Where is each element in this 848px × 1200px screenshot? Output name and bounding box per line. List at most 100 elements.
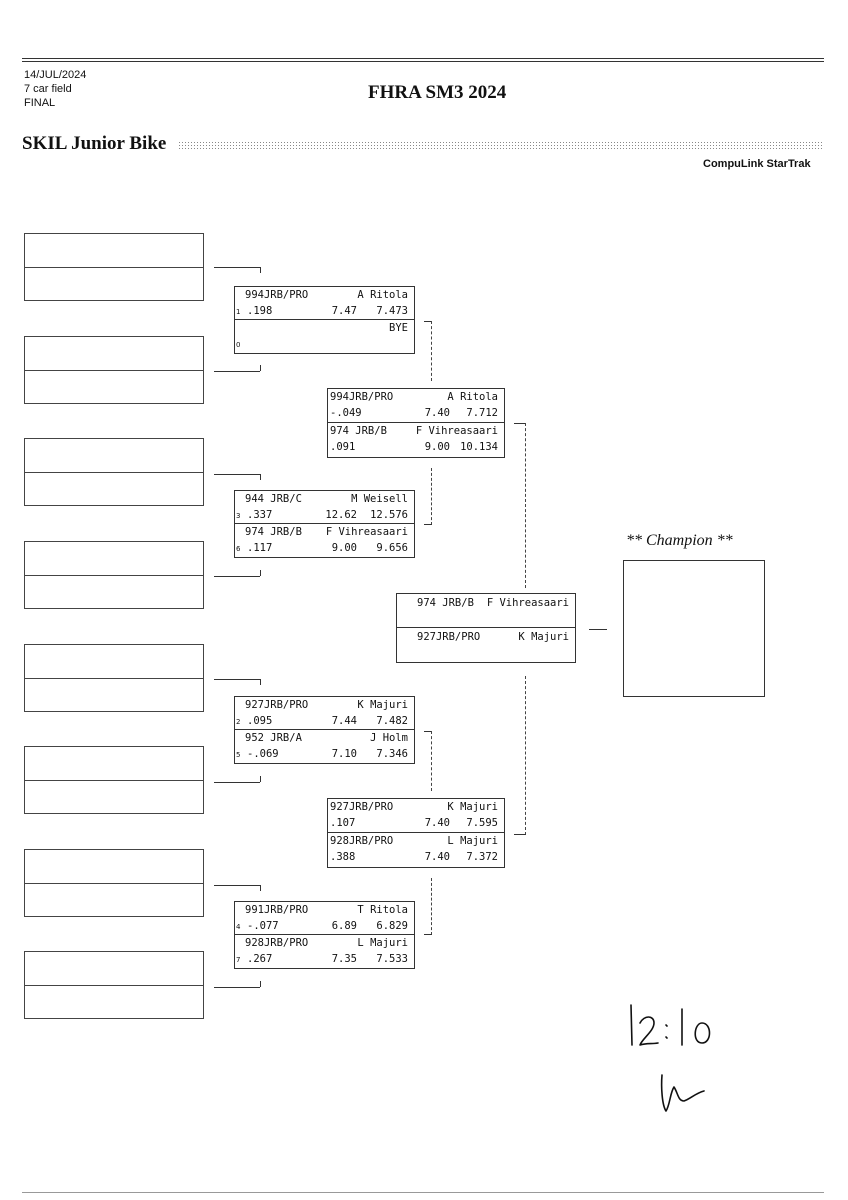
reaction-time: .107 <box>330 817 356 829</box>
connector <box>525 423 526 588</box>
reaction-time: .267 <box>247 953 273 965</box>
lane-number: 1 <box>236 308 241 316</box>
connector <box>214 371 260 372</box>
lane-number: 5 <box>236 751 241 759</box>
driver-name: F Vihreasaari <box>415 425 498 437</box>
elapsed-time: 7.533 <box>376 953 408 965</box>
dial-in: 9.00 <box>331 542 357 554</box>
round-label: FINAL <box>24 97 56 109</box>
dial-in: 7.40 <box>424 851 450 863</box>
dial-in: 7.10 <box>331 748 357 760</box>
connector <box>260 267 261 273</box>
connector <box>260 776 261 782</box>
dial-in: 7.40 <box>424 817 450 829</box>
ladder-slot <box>24 233 204 301</box>
dial-in: 12.62 <box>325 509 357 521</box>
driver-name: A Ritola <box>447 391 498 403</box>
connector <box>260 365 261 371</box>
champion-title: ** Champion ** <box>626 532 733 549</box>
reaction-time: -.049 <box>330 407 362 419</box>
connector <box>214 474 260 475</box>
driver-name: M Weisell <box>351 493 408 505</box>
car-class: 994JRB/PRO <box>330 391 394 403</box>
connector <box>260 885 261 891</box>
elapsed-time: 7.346 <box>376 748 408 760</box>
driver-name: F Vihreasaari <box>325 526 408 538</box>
dial-in: 7.47 <box>331 305 357 317</box>
match-entry: 994JRB/PRO A Ritola .198 7.47 7.473 1 <box>235 287 414 320</box>
dial-in: 7.40 <box>424 407 450 419</box>
connector <box>260 570 261 576</box>
connector <box>431 878 432 935</box>
elapsed-time: 10.134 <box>460 441 498 453</box>
connector <box>431 731 432 791</box>
connector <box>260 679 261 685</box>
round1-match-1: 994JRB/PRO A Ritola .198 7.47 7.473 1 BYE 0 <box>234 286 415 354</box>
dial-in: 7.44 <box>331 715 357 727</box>
driver-name: T Ritola <box>357 904 408 916</box>
connector <box>260 474 261 480</box>
connector <box>260 981 261 987</box>
driver-name: J Holm <box>370 732 408 744</box>
elapsed-time: 6.829 <box>376 920 408 932</box>
elapsed-time: 12.576 <box>370 509 408 521</box>
top-rule <box>22 58 824 59</box>
ladder-slot <box>24 644 204 712</box>
car-class: 974 JRB/B <box>417 597 474 609</box>
ladder-slot <box>24 746 204 814</box>
connector <box>424 524 432 525</box>
match-entry: BYE 0 <box>235 320 414 353</box>
connector <box>214 987 260 988</box>
lane-number: 4 <box>236 923 241 931</box>
connector <box>424 731 432 732</box>
handwritten-time <box>630 1004 711 1112</box>
connector <box>214 885 260 886</box>
connector <box>214 679 260 680</box>
car-class: 974 JRB/B <box>245 526 302 538</box>
ladder-slot <box>24 541 204 609</box>
reaction-time: .337 <box>247 509 273 521</box>
elapsed-time: 7.473 <box>376 305 408 317</box>
lane-number: 0 <box>236 341 241 349</box>
connector <box>424 321 432 322</box>
connector <box>214 782 260 783</box>
connector <box>514 834 526 835</box>
elapsed-time: 7.712 <box>466 407 498 419</box>
connector <box>214 576 260 577</box>
elapsed-time: 9.656 <box>376 542 408 554</box>
reaction-time: .198 <box>247 305 273 317</box>
driver-name: L Majuri <box>447 835 498 847</box>
driver-name: K Majuri <box>357 699 408 711</box>
lane-number: 6 <box>236 545 241 553</box>
dial-in: 7.35 <box>331 953 357 965</box>
driver-name: BYE <box>389 322 408 334</box>
driver-name: F Vihreasaari <box>486 597 569 609</box>
dotted-leader <box>178 141 824 150</box>
car-class: 944 JRB/C <box>245 493 302 505</box>
car-class: 994JRB/PRO <box>245 289 309 301</box>
car-class: 991JRB/PRO <box>245 904 309 916</box>
elapsed-time: 7.372 <box>466 851 498 863</box>
lane-number: 2 <box>236 718 241 726</box>
driver-name: K Majuri <box>518 631 569 643</box>
connector <box>424 934 432 935</box>
driver-name: A Ritola <box>357 289 408 301</box>
dial-in: 9.00 <box>424 441 450 453</box>
driver-name: L Majuri <box>357 937 408 949</box>
ladder-slot <box>24 336 204 404</box>
connector <box>431 468 432 525</box>
match-entry: 974 JRB/B F Vihreasaari <box>397 594 575 628</box>
car-class: 928JRB/PRO <box>245 937 309 949</box>
top-rule-2 <box>22 61 824 62</box>
